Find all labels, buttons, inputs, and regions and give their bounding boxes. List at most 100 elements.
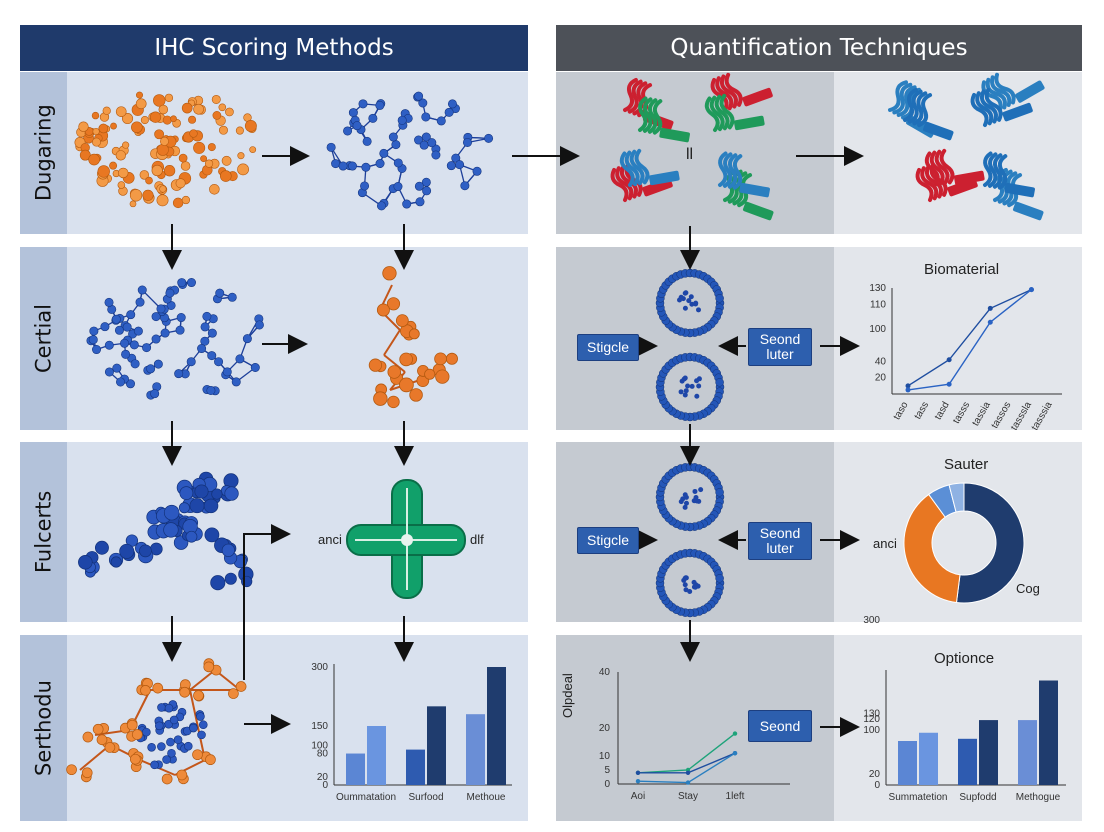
y-tick-label: 20 [599,723,611,734]
bar [487,667,506,785]
data-point [946,381,952,387]
x-category-label: Summatetion [889,792,948,803]
donut-label-left: anci [873,536,897,551]
antibody-ribbons-1 [610,72,774,221]
y-tick-label: 100 [869,324,886,335]
y-tick-label: 20 [869,769,881,780]
series-line [637,733,736,774]
vesicle-icon [655,462,725,532]
series-line [907,288,1032,387]
y-tick-label: 120 [863,714,880,725]
vesicle-icon [655,268,725,338]
data-point [905,387,911,393]
x-category-label: Surfood [408,792,443,803]
x-tick-label: 1left [726,791,745,802]
header-right: Quantification Techniques [556,25,1082,71]
right-panel-row1-b [834,72,1082,234]
y-tick-label: 110 [870,299,886,310]
seond-box-2: Seond luter [748,522,812,560]
vesicle-icon [655,352,725,422]
right-panel-row1-a [556,72,834,234]
donut-chart-title: Sauter [944,456,989,473]
data-point [635,770,641,775]
flow-arrows [162,146,864,737]
bar [1039,680,1058,785]
donut-slice [955,482,1025,604]
series-line [907,289,1032,391]
seond-box-3: Seond [748,710,812,742]
header-right-title: Quantification Techniques [670,35,968,61]
seond-box-1: Seond luter [748,328,812,366]
y-tick-label: 130 [863,709,880,720]
x-tick-label: tass [912,400,931,421]
bar [406,749,425,785]
ii-label: ll [686,146,694,163]
y-tick-label: 150 [311,721,328,732]
label-strip-1 [20,72,67,234]
bar-chart-right-title: Optionce [934,650,995,667]
bar [958,738,977,785]
series-line [637,752,736,784]
y-tick-label: 300 [863,615,880,626]
label-strip-3 [20,442,67,622]
left-panel-row2 [20,247,528,430]
y-tick-label: 20 [317,772,329,783]
data-point [946,357,952,363]
y-tick-label: 130 [869,283,886,294]
x-tick-label: Stay [678,791,698,802]
donut-chart-sauter [903,482,1025,604]
data-point [635,779,641,784]
left-panel-row1 [20,72,528,234]
bar [919,732,938,785]
y-tick-label: 5 [604,765,610,776]
y-tick-label: 10 [599,751,611,762]
header-left-title: IHC Scoring Methods [154,35,394,61]
right-panel-row2-b [834,247,1082,430]
y-tick-label: 100 [311,741,328,752]
blue-bead-cluster-3 [78,471,254,591]
vesicle-icons [655,268,725,618]
vesicle-icon [655,548,725,618]
bar [1018,720,1037,785]
header-left: IHC Scoring Methods [20,25,528,71]
x-category-label: Methogue [1016,792,1061,803]
bar [898,741,917,785]
x-tick-label: taso [892,400,911,422]
bar [367,726,386,785]
blue-network-1 [326,91,494,211]
stigle-box-1: Stigcle [577,334,639,361]
x-tick-label: tasss [951,400,972,426]
mixed-protein-4 [66,658,247,785]
line-chart-title: Biomaterial [924,261,1000,278]
data-point [987,319,993,325]
x-category-label: Methoue [467,792,506,803]
y-tick-label: 0 [874,780,880,791]
blue-lattice-2 [86,278,264,400]
bar [346,753,365,785]
y-tick-label: 40 [875,356,887,367]
x-category-label: Supfodd [959,792,996,803]
y-tick-label: 0 [322,780,328,791]
x-tick-label: tasd [933,400,952,422]
data-point [1028,287,1034,293]
y-tick-label: 100 [863,725,880,736]
y-tick-label: 300 [311,662,328,673]
green-cross-icon [346,479,466,599]
y-tick-label: 80 [317,749,329,760]
bar [979,720,998,785]
bar [427,706,446,785]
label-strip-4 [20,635,67,821]
x-category-label: Oummatation [336,792,396,803]
x-tick-label: Aoi [631,791,645,802]
cross-label-left: anci [318,532,342,547]
orange-protein-cluster-1 [74,91,257,209]
orange-chain-2 [368,266,458,409]
small-line-ylabel: Olpdeal [560,673,575,718]
y-tick-label: 20 [875,373,887,384]
x-tick-label: tasssia [1030,400,1055,433]
data-point [987,305,993,311]
y-tick-label: 40 [599,667,611,678]
data-point [905,383,911,389]
